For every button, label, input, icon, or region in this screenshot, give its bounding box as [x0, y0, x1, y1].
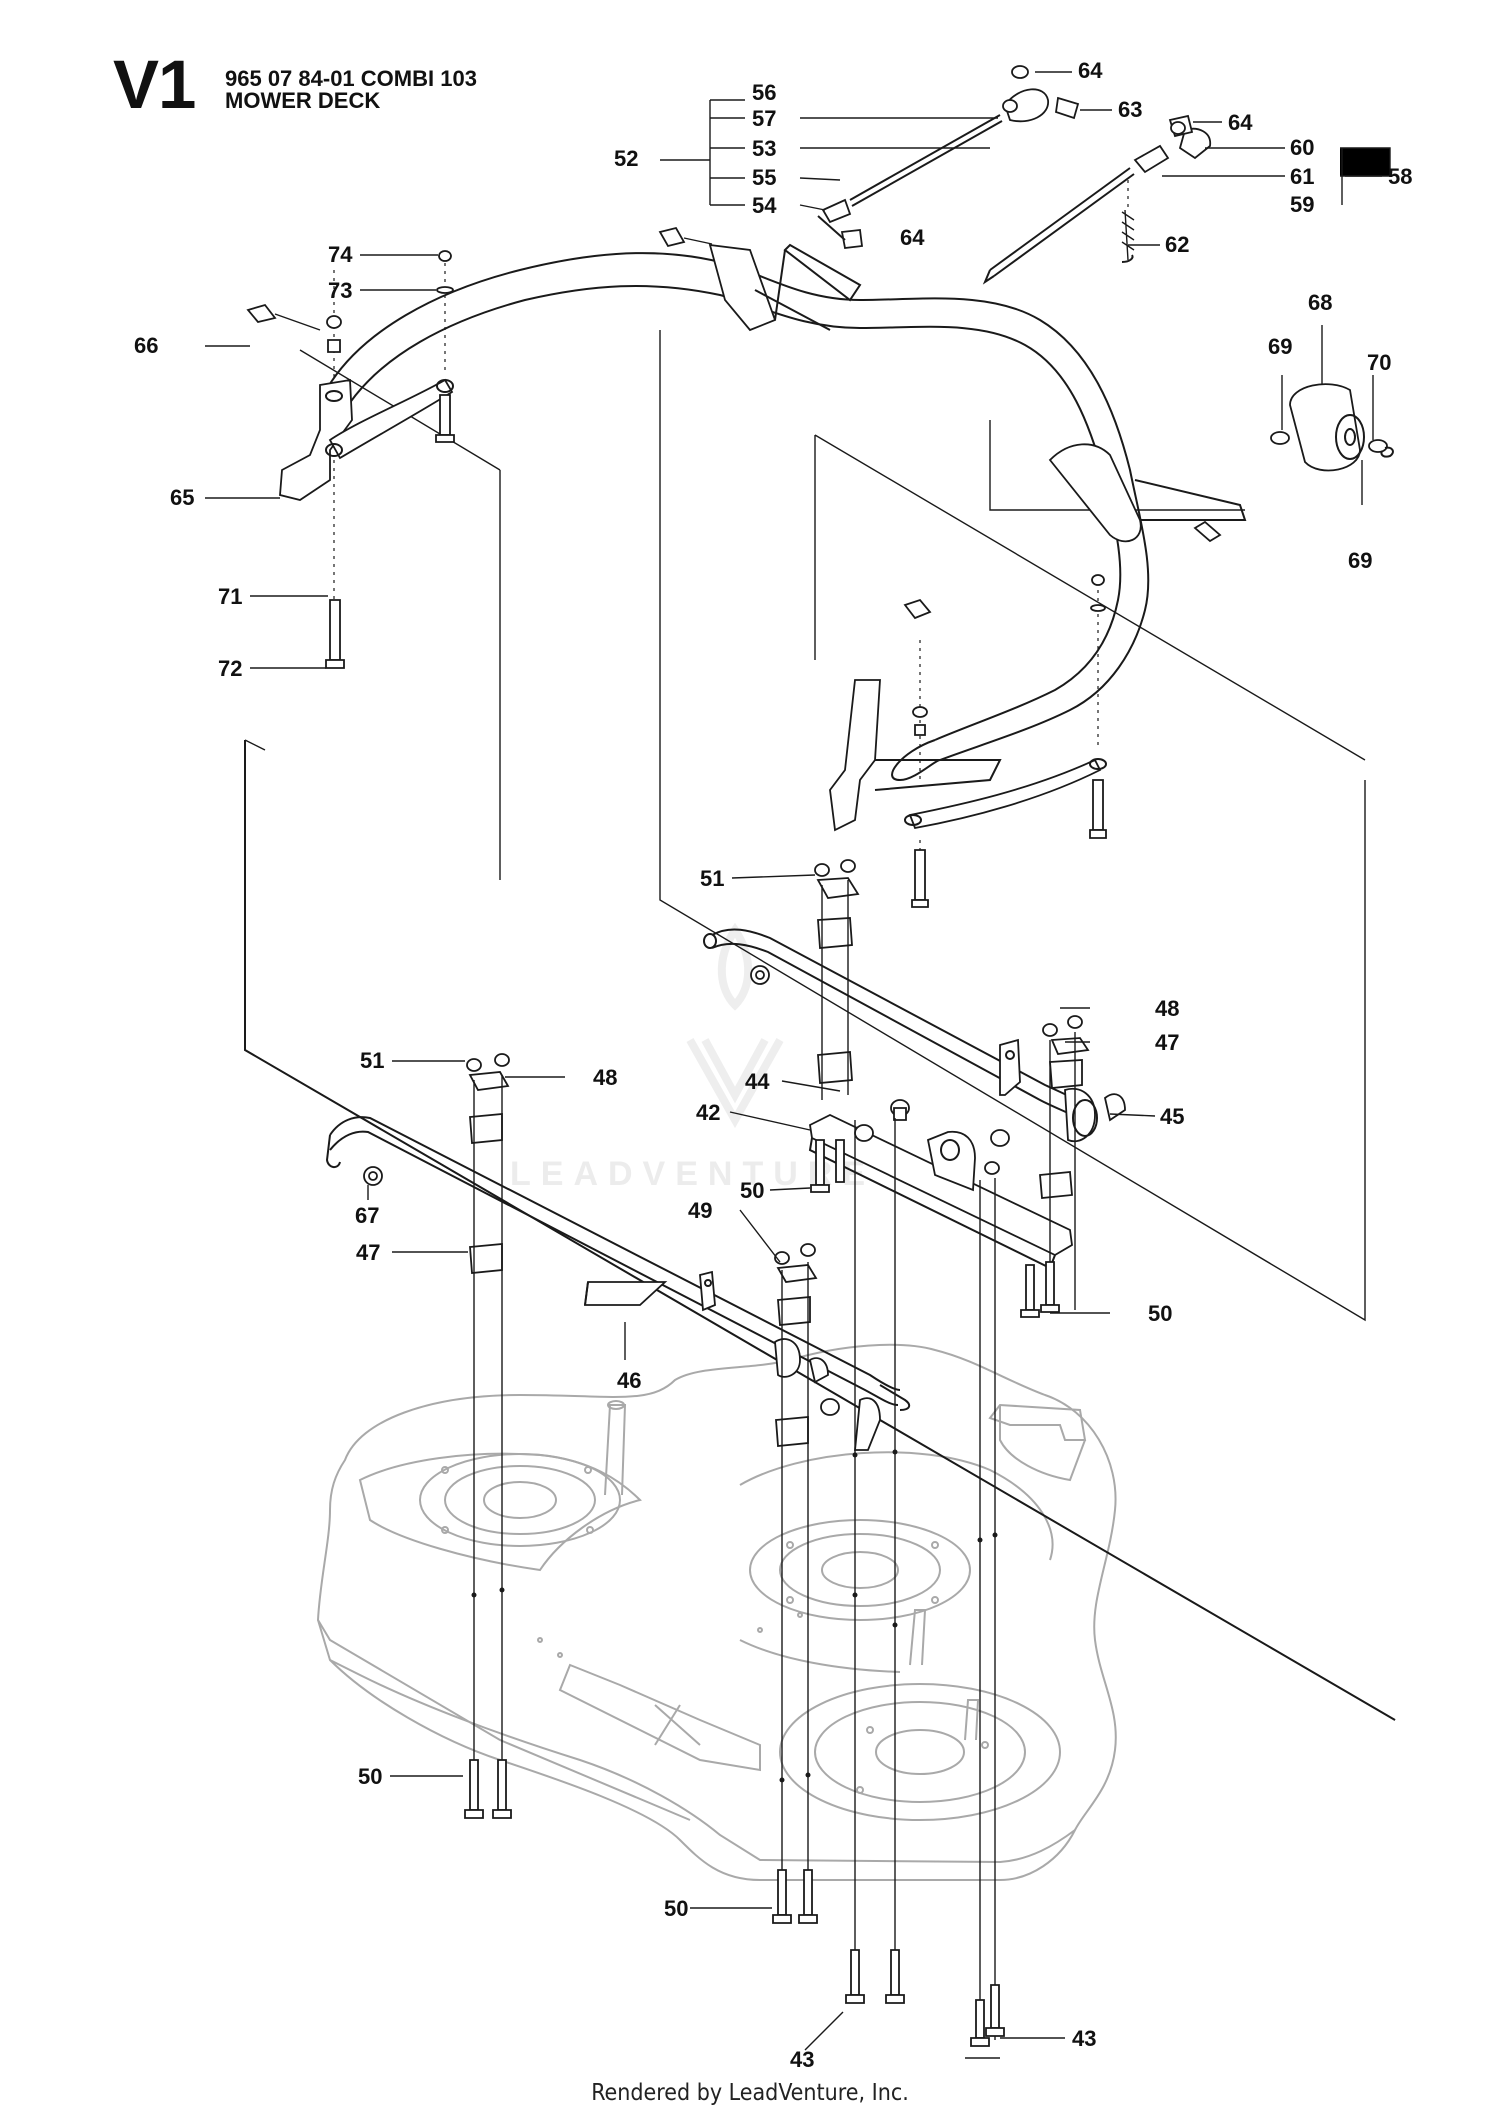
callout-60: 60	[1290, 135, 1314, 160]
callout-70: 70	[1367, 350, 1391, 375]
callout-64-mid: 64	[900, 225, 925, 250]
callout-48-left: 48	[593, 1065, 617, 1090]
front-bracket-assembly	[829, 574, 1107, 908]
callout-47-right: 47	[1155, 1030, 1179, 1055]
control-rods	[817, 65, 1211, 285]
callout-71: 71	[218, 584, 242, 609]
part-number-line: 965 07 84-01 COMBI 103	[225, 66, 477, 91]
callout-74: 74	[328, 242, 353, 267]
callout-43-right: 43	[1072, 2026, 1096, 2051]
callout-51-upper: 51	[700, 866, 724, 891]
callout-57: 57	[752, 106, 776, 131]
mounting-bolts	[464, 880, 1076, 2047]
callout-69-top: 69	[1268, 334, 1292, 359]
callout-61: 61	[1290, 164, 1314, 189]
callout-50-center: 50	[740, 1178, 764, 1203]
callout-53: 53	[752, 136, 776, 161]
leader-lines	[205, 71, 1391, 2059]
callout-44: 44	[745, 1069, 770, 1094]
lift-arm-tube	[322, 252, 1150, 782]
callout-62: 62	[1165, 232, 1189, 257]
assembly-planes	[244, 330, 1396, 1721]
left-bracket-assembly	[246, 250, 455, 669]
callout-63: 63	[1118, 97, 1142, 122]
upper-lift-rod	[703, 928, 1126, 1147]
callout-73: 73	[328, 278, 352, 303]
callout-45: 45	[1160, 1104, 1184, 1129]
center-hitch-bracket	[808, 1099, 1073, 1270]
callout-46: 46	[617, 1368, 641, 1393]
callout-52: 52	[614, 146, 638, 171]
callout-66: 66	[134, 333, 158, 358]
watermark: LEADVENTURE	[510, 922, 875, 1193]
render-credit: Rendered by LeadVenture, Inc.	[591, 2080, 909, 2106]
callout-50-left: 50	[358, 1764, 382, 1789]
callout-58: 58	[1388, 164, 1412, 189]
callout-65: 65	[170, 485, 194, 510]
upper-pivot-bracket	[658, 226, 862, 332]
callout-51-left: 51	[360, 1048, 384, 1073]
callout-64-right: 64	[1228, 110, 1253, 135]
callout-56: 56	[752, 80, 776, 105]
deck-roller-assembly	[1048, 383, 1394, 543]
callout-48-right: 48	[1155, 996, 1179, 1021]
callout-54: 54	[752, 193, 777, 218]
callout-50-bottom: 50	[664, 1896, 688, 1921]
callout-59: 59	[1290, 192, 1314, 217]
callout-64-top: 64	[1078, 58, 1103, 83]
callout-47-left: 47	[356, 1240, 380, 1265]
callout-49: 49	[688, 1198, 712, 1223]
watermark-text: LEADVENTURE	[510, 1155, 875, 1193]
callout-72: 72	[218, 656, 242, 681]
callout-50-right: 50	[1148, 1301, 1172, 1326]
callout-labels: 56 57 53 52 55 54 64 63 64 60 61 58 59 6…	[134, 58, 1412, 2072]
mower-deck-body	[316, 1343, 1117, 1881]
callout-43-left: 43	[790, 2047, 814, 2072]
callout-55: 55	[752, 165, 776, 190]
callout-67: 67	[355, 1203, 379, 1228]
callout-69-bottom: 69	[1348, 548, 1372, 573]
callout-68: 68	[1308, 290, 1332, 315]
section-code: V1	[113, 46, 196, 123]
lower-lift-rod	[325, 1116, 911, 1451]
diagram-title: MOWER DECK	[225, 88, 381, 113]
callout-42: 42	[696, 1100, 720, 1125]
